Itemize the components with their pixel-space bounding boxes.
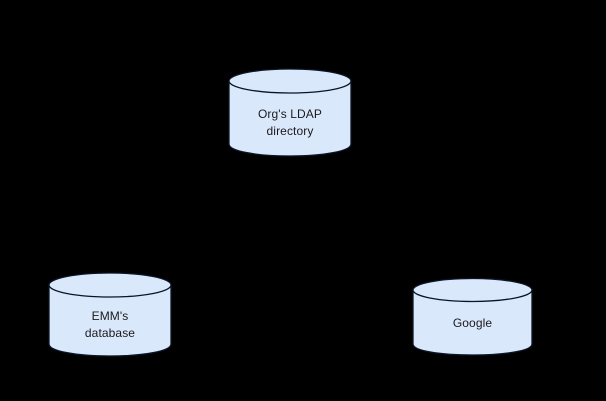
cylinder-icon — [228, 68, 352, 157]
node-emms-database[interactable]: EMM's database — [48, 272, 172, 357]
node-google[interactable]: Google — [412, 278, 533, 356]
node-org-ldap-directory[interactable]: Org's LDAP directory — [228, 68, 352, 157]
cylinder-icon — [48, 272, 172, 357]
cylinder-icon — [412, 278, 533, 356]
